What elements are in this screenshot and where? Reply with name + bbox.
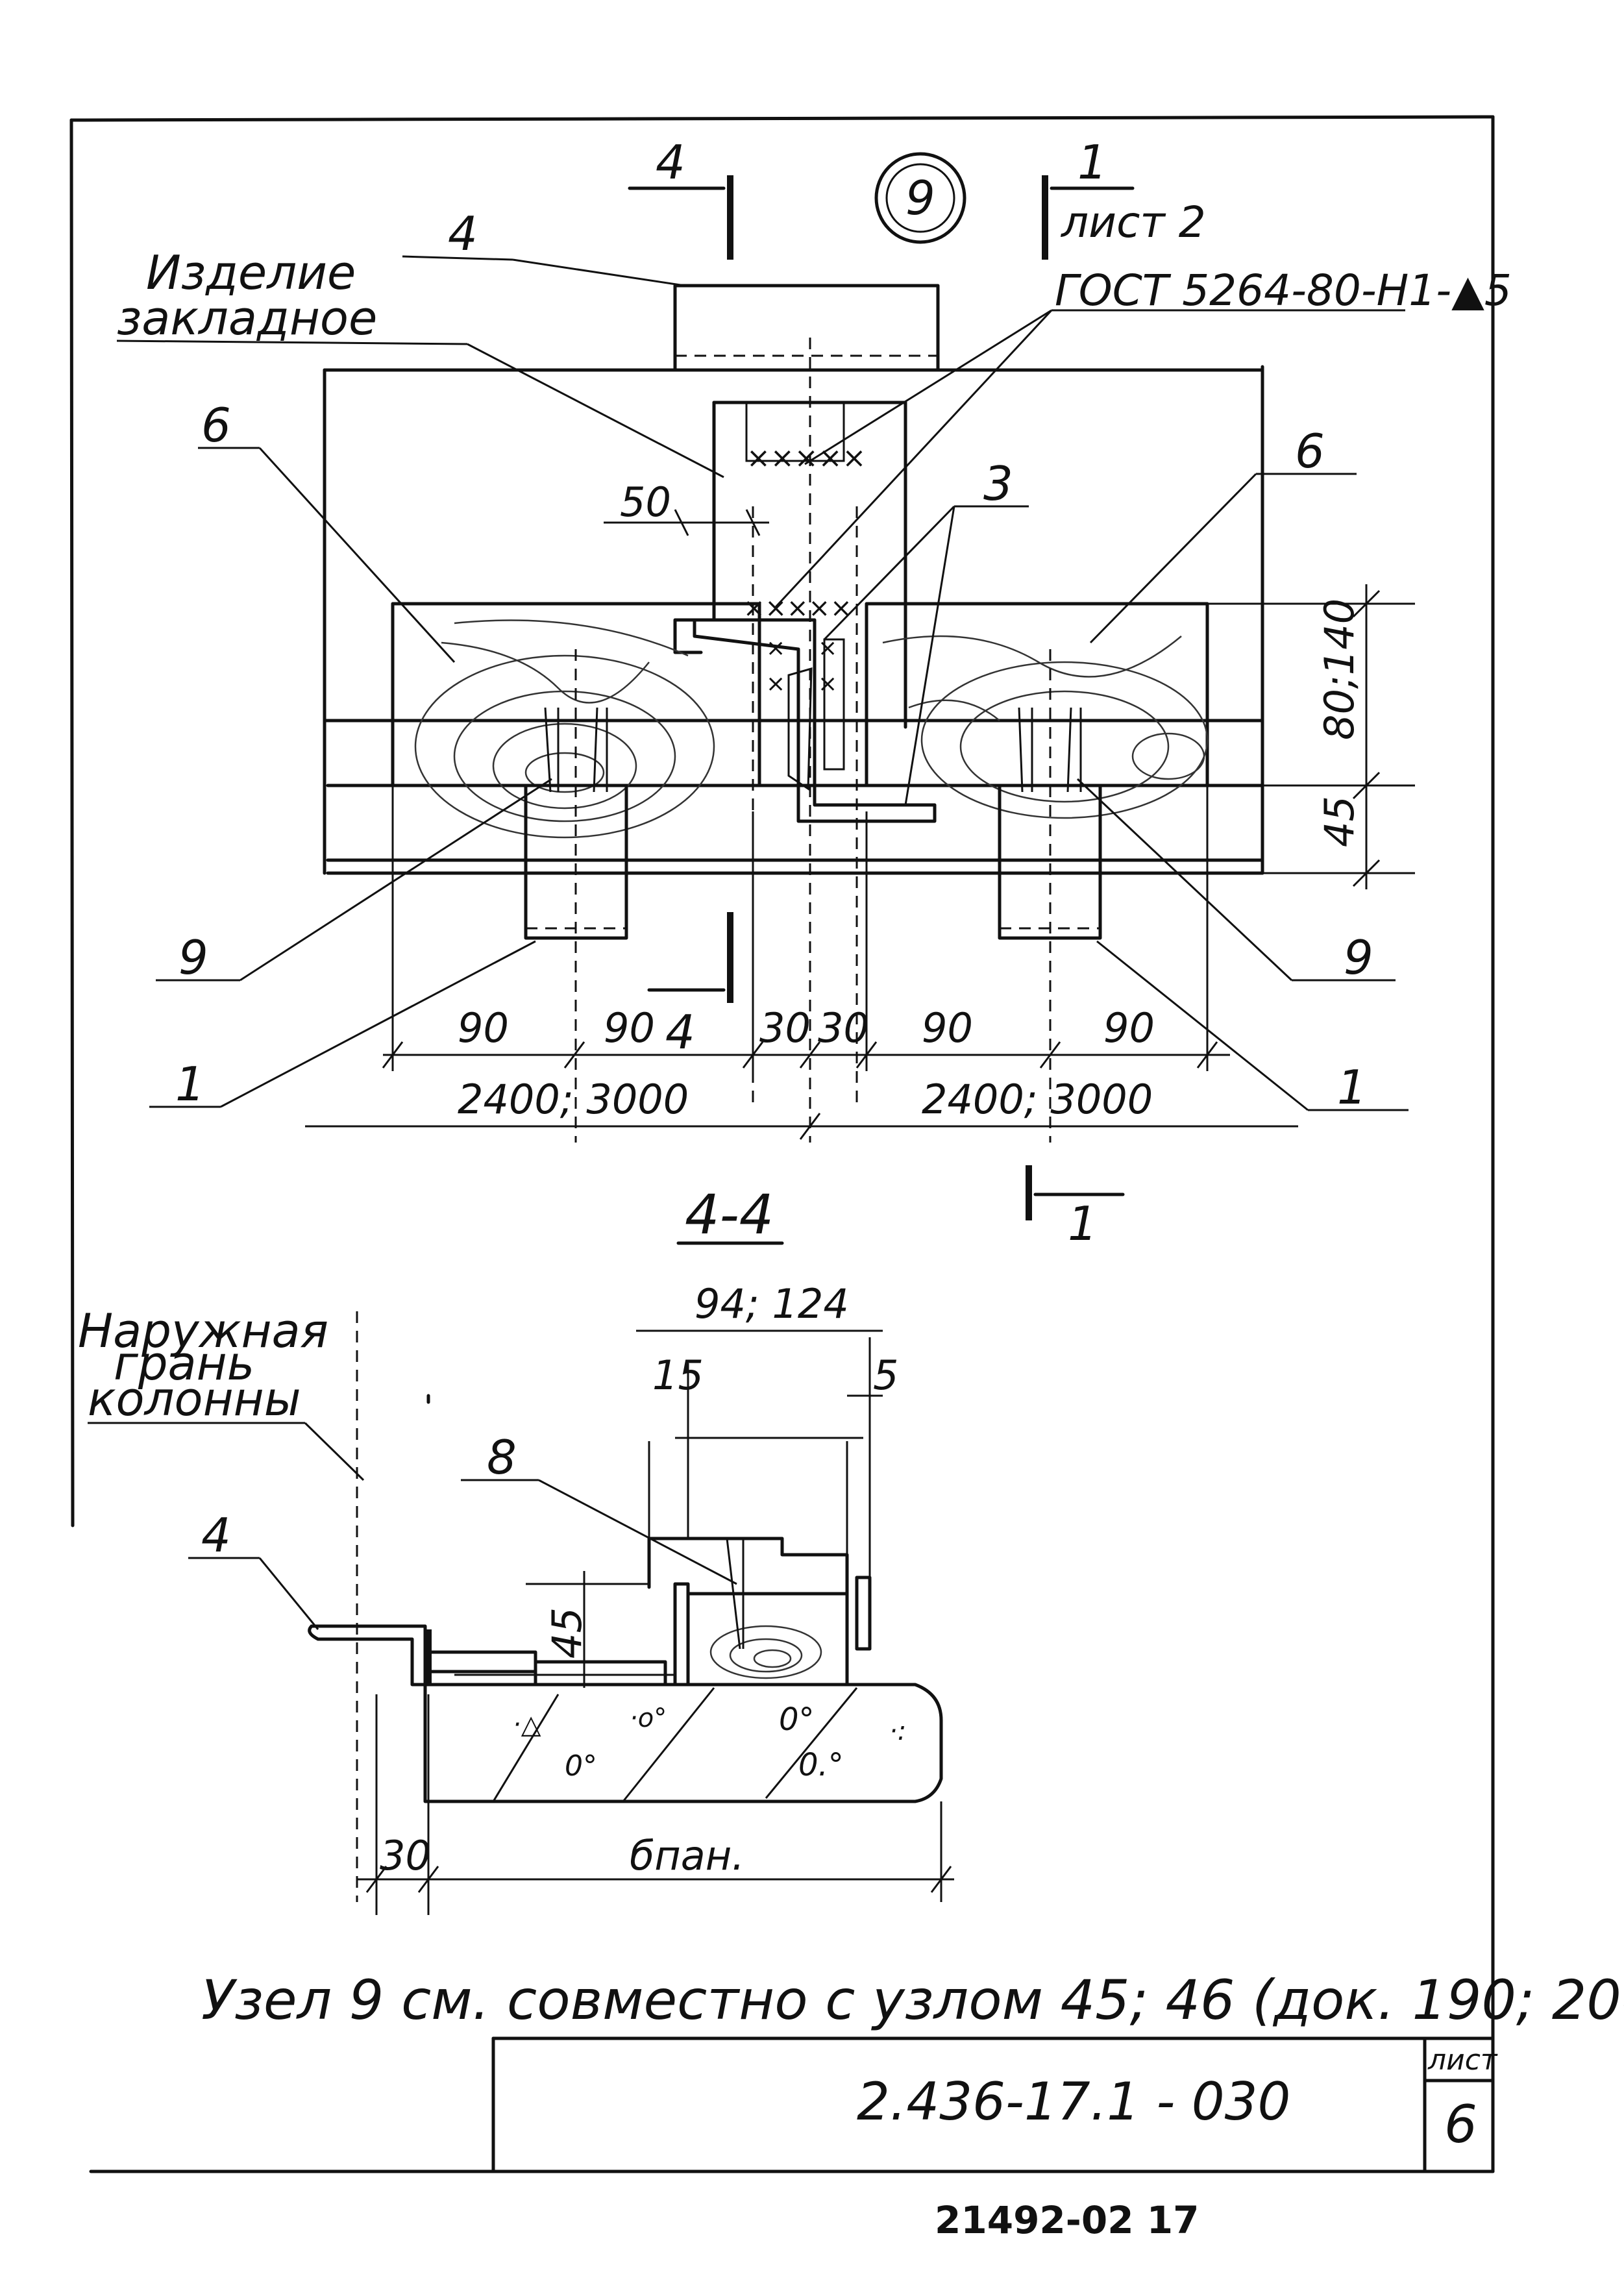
dim-30-a: 30 — [759, 1004, 811, 1052]
section-mark-left: 4 — [656, 135, 685, 190]
leaders-plan: 4 Изделие закладное ГОСТ 5264-80-Н1-▲5 6… — [116, 206, 1512, 1115]
pos9-right-label: 9 — [1344, 930, 1373, 985]
title-block: 2.436-17.1 - 030 лист 6 — [491, 2036, 1498, 2173]
wood-grain-right — [882, 635, 1209, 819]
dimension-chain: 90 90 30 30 90 90 2400; 3000 2400; 3000 — [305, 785, 1298, 1140]
dim-30-section: 30 — [380, 1832, 431, 1879]
svg-text:×××××: ××××× — [746, 441, 866, 475]
dim-94-124: 94; 124 — [695, 1280, 849, 1328]
outer-face-label-line3: колонны — [88, 1372, 301, 1426]
outer-face-label-line1: Наружная — [78, 1304, 328, 1358]
dim-45-top: 45 — [1316, 796, 1363, 847]
pos6-right-label: 6 — [1295, 424, 1325, 478]
section-cut-marker-right-top: 1 лист 2 — [1042, 135, 1206, 260]
pos1-right-label: 1 — [1337, 1060, 1367, 1115]
pos8-label: 8 — [487, 1430, 517, 1485]
dim-80-140: 80;140 — [1316, 599, 1363, 740]
section-title: 4-4 — [685, 1183, 774, 1246]
stamp-number: 21492-02 17 — [935, 2198, 1199, 2242]
svg-text:0°: 0° — [565, 1749, 597, 1783]
dim-50: 50 — [620, 478, 671, 526]
dim-30-b: 30 — [818, 1004, 869, 1052]
sheet-label: лист — [1427, 2044, 1498, 2077]
pos9-left-label: 9 — [178, 930, 208, 985]
section-ref-sheet: лист 2 — [1060, 197, 1206, 247]
dim-45-section: 45 — [543, 1607, 591, 1659]
dim-90-c: 90 — [922, 1004, 973, 1052]
section-view: Наружная грань колонны ·△ ·o° 0° 0° 0.° … — [78, 1280, 954, 1915]
embedded-item-label-line1: Изделие — [146, 245, 356, 300]
dim-50-group: 50 — [604, 478, 769, 536]
node-circle: 9 — [874, 152, 966, 244]
svg-text:0.°: 0.° — [798, 1747, 844, 1783]
wood-grain-section — [709, 1625, 822, 1679]
pos4-top-label: 4 — [448, 206, 478, 261]
section-cut-marker-left-bottom: 4 — [647, 912, 733, 1059]
concrete-hatch: ·△ ·o° 0° 0° 0.° ·: — [492, 1687, 906, 1802]
pos1-left-label: 1 — [175, 1057, 205, 1111]
pos6-left-label: 6 — [201, 398, 231, 452]
sheet-number: 6 — [1444, 2094, 1477, 2155]
gost-label: ГОСТ 5264-80-Н1-▲5 — [1055, 266, 1512, 315]
svg-text:×: × — [766, 671, 785, 697]
embedded-item-label-line2: закладное — [117, 291, 377, 345]
svg-text:·△: ·△ — [513, 1710, 541, 1740]
dim-5: 5 — [873, 1352, 898, 1399]
b-pan-dim: бпан. — [630, 1832, 744, 1879]
dim-90-a: 90 — [458, 1004, 509, 1052]
span-right: 2400; 3000 — [922, 1076, 1153, 1123]
node-caption: Узел 9 см. совместно с узлом 45; 46 (док… — [201, 1968, 1624, 2032]
svg-text:·o°: ·o° — [630, 1703, 667, 1733]
svg-text:0°: 0° — [779, 1701, 815, 1738]
section-cut-marker-right-bottom: 1 — [1026, 1165, 1125, 1251]
section-mark-right-bottom: 1 — [1068, 1196, 1098, 1251]
section-mark-right: 1 — [1077, 135, 1107, 190]
svg-text:·:: ·: — [889, 1716, 906, 1746]
dim-15: 15 — [652, 1352, 704, 1399]
section-cut-marker-left-top: 4 — [628, 135, 733, 260]
span-left: 2400; 3000 — [458, 1076, 689, 1123]
svg-text:×: × — [818, 671, 837, 697]
node-mark: 9 — [905, 171, 935, 225]
svg-text:×××××: ××××× — [743, 593, 852, 623]
doc-code: 2.436-17.1 - 030 — [857, 2071, 1290, 2132]
dim-90-b: 90 — [604, 1004, 655, 1052]
sheet-frame — [69, 115, 1495, 2173]
section-mark-bottom: 4 — [665, 1005, 695, 1059]
pos3-label: 3 — [983, 456, 1013, 511]
pos4-section-label: 4 — [201, 1508, 231, 1563]
wood-grain-left — [414, 619, 715, 839]
dimensions-right: 80;140 45 — [1207, 584, 1415, 889]
outer-face-label-line2: грань — [114, 1336, 254, 1391]
plan-view: ××××× ××××× × × × × — [323, 284, 1264, 1143]
dim-90-d: 90 — [1103, 1004, 1155, 1052]
